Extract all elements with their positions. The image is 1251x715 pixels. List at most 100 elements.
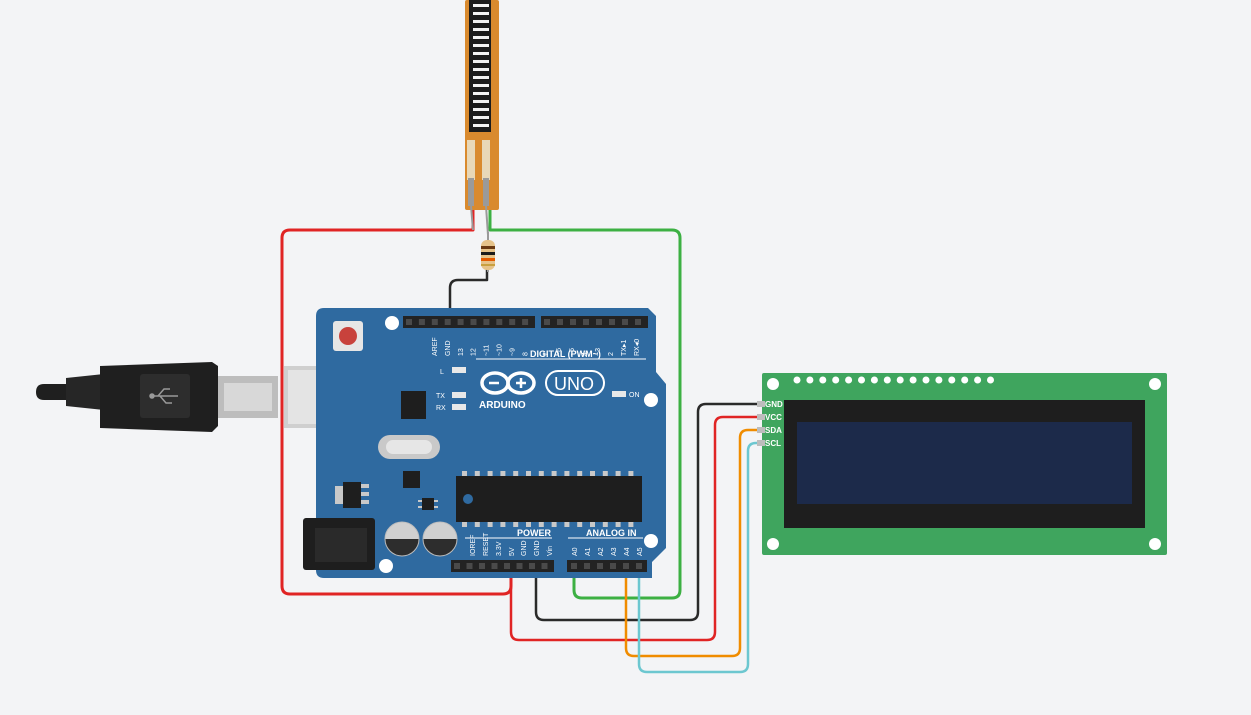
flex-stripe xyxy=(473,4,489,7)
power-header[interactable] xyxy=(451,560,554,572)
wire-green-sensor-a0[interactable] xyxy=(488,203,682,600)
flex-stripe xyxy=(473,84,489,87)
mount-hole xyxy=(1149,538,1161,550)
analog-pin-label: A4 xyxy=(624,547,631,556)
mount-hole xyxy=(1149,378,1161,390)
reset-button[interactable] xyxy=(333,321,363,351)
header-socket xyxy=(622,319,628,325)
header-socket xyxy=(431,319,438,325)
wires xyxy=(280,203,766,674)
lcd-pin[interactable] xyxy=(757,401,765,407)
analog-pin-label: A2 xyxy=(598,547,605,556)
flex-stripe xyxy=(473,76,489,79)
bottom-sockets xyxy=(454,563,642,569)
led-on-label: ON xyxy=(629,392,640,399)
lcd-pad xyxy=(870,376,878,384)
header-socket xyxy=(509,319,516,325)
lcd-pin-label: SCL xyxy=(765,439,781,448)
power-pin-label: RESET xyxy=(483,532,490,556)
lcd-pin[interactable] xyxy=(757,427,765,433)
header-socket xyxy=(483,319,490,325)
wire-cyan-a5-scl[interactable] xyxy=(637,441,766,674)
mount-hole xyxy=(767,538,779,550)
flex-stripe xyxy=(473,36,489,39)
lcd-pad xyxy=(987,376,994,384)
header-socket xyxy=(406,319,412,325)
lcd-screen xyxy=(797,422,1132,504)
flex-stripe xyxy=(473,100,489,103)
lcd-pad xyxy=(922,376,930,384)
lcd-top-pads xyxy=(793,376,994,384)
header-socket xyxy=(541,563,548,569)
led-rx xyxy=(452,404,466,410)
lcd-pad xyxy=(832,376,840,384)
header-socket xyxy=(609,319,615,325)
wire-black-resistor-gnd[interactable] xyxy=(448,268,489,324)
resistor-icon[interactable] xyxy=(481,232,495,272)
lcd-pad xyxy=(858,376,865,384)
wire-orange-a4-sda[interactable] xyxy=(624,428,766,658)
digital-pin-label: 2 xyxy=(608,352,615,356)
flex-stripe xyxy=(473,20,489,23)
digital-pin-label: 8 xyxy=(522,352,529,356)
power-pin-label: GND xyxy=(534,540,541,556)
led-rx-label: RX xyxy=(436,405,446,412)
lcd-pad xyxy=(935,376,943,384)
lcd-pad xyxy=(909,376,917,384)
digital-pin-label: 7 xyxy=(543,352,550,356)
analog-header-label: ANALOG IN xyxy=(586,528,637,538)
lcd-pin-label: SDA xyxy=(765,426,782,435)
flex-stripe xyxy=(473,52,489,55)
digital-header-right[interactable] xyxy=(541,316,648,328)
digital-pin-label: ~10 xyxy=(497,344,504,356)
power-header-label: POWER xyxy=(517,528,552,538)
digital-pin-label: ~9 xyxy=(509,348,516,356)
digital-pin-label: GND xyxy=(445,340,452,356)
wire-red-5v-lcd[interactable] xyxy=(509,415,766,642)
header-socket xyxy=(623,563,629,569)
flex-stripe xyxy=(473,108,489,111)
analog-pin-label: A0 xyxy=(572,547,579,556)
header-socket xyxy=(457,319,464,325)
wire-red-sensor-5v[interactable] xyxy=(280,203,513,596)
analog-pin-label: A5 xyxy=(637,547,644,556)
lcd-pad xyxy=(974,376,982,384)
dc-power-jack[interactable] xyxy=(303,518,375,570)
wire-black-gnd-lcd[interactable] xyxy=(534,402,766,622)
flex-sensor-stripes xyxy=(473,4,489,127)
led-tx xyxy=(452,392,466,398)
analog-pin-label: A3 xyxy=(611,547,618,556)
flex-stripe xyxy=(473,28,489,31)
header-socket xyxy=(544,319,550,325)
power-pin-label: 3.3V xyxy=(496,541,503,556)
header-socket xyxy=(529,563,535,569)
lcd-pin[interactable] xyxy=(757,414,765,420)
lcd-pin[interactable] xyxy=(757,440,765,446)
led-tx-label: TX xyxy=(436,393,445,400)
transistor-chip xyxy=(335,482,369,508)
digital-pin-label: RX◂0 xyxy=(634,339,641,356)
header-socket xyxy=(496,319,503,325)
header-socket xyxy=(522,319,529,325)
led-l xyxy=(452,367,466,373)
header-socket xyxy=(610,563,616,569)
header-socket xyxy=(454,563,460,569)
capacitor xyxy=(422,521,458,557)
lcd-pin-label: VCC xyxy=(765,413,782,422)
flex-stripe xyxy=(473,68,489,71)
tiny-chip xyxy=(418,498,438,510)
arduino-logo-icon xyxy=(480,371,536,395)
power-pin-label: Vin xyxy=(547,546,554,556)
flex-stripe xyxy=(473,44,489,47)
digital-pin-label: ~6 xyxy=(556,348,563,356)
flex-sensor-icon[interactable] xyxy=(465,0,499,236)
header-socket xyxy=(466,563,473,569)
power-pin-label: IOREF xyxy=(470,535,477,556)
analog-header[interactable] xyxy=(567,560,647,572)
digital-pin-label: ~3 xyxy=(595,348,602,356)
uno-badge xyxy=(545,370,605,396)
